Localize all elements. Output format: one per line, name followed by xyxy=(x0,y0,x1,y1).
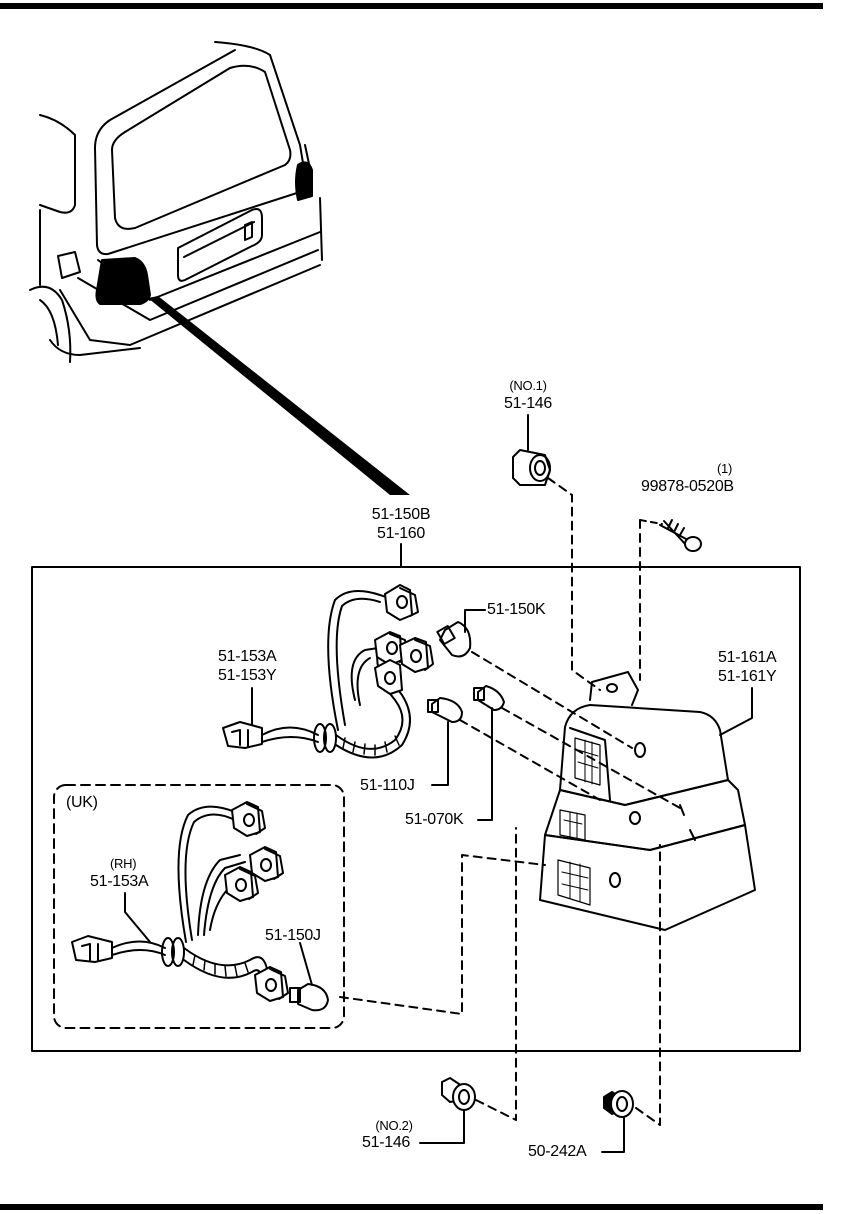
main-assembly-label-2: 51-160 xyxy=(376,525,426,542)
screw-qty-label: (1) xyxy=(717,461,732,476)
bulb-110j-label: 51-110J xyxy=(360,777,415,794)
main-assembly-label-1: 51-150B xyxy=(371,506,431,523)
clip-no2-dashed-path xyxy=(475,827,517,1121)
clip-no2-leader xyxy=(419,1109,465,1144)
uk-side-label: (RH) xyxy=(110,856,137,871)
bulb-150k-icon xyxy=(436,621,472,658)
bulb-070k-leader xyxy=(477,707,493,821)
clip-no1-dashed-path xyxy=(547,477,601,691)
nut-icon xyxy=(603,1090,634,1118)
lens-label-2: 51-161Y xyxy=(718,668,777,685)
clip-no1-icon xyxy=(512,414,551,486)
uk-subframe xyxy=(53,784,345,1029)
uk-box-title: (UK) xyxy=(66,794,98,811)
bulb-070k-icon xyxy=(473,685,505,711)
bulb-070k-label: 51-070K xyxy=(405,811,464,828)
uk-bulb-label: 51-150J xyxy=(265,927,321,944)
socket-harness-icon xyxy=(222,584,434,759)
lens-leader xyxy=(719,687,753,736)
uk-bulb-dashed-path xyxy=(339,854,546,1015)
lens-assembly-icon xyxy=(539,671,756,931)
nut-label: 50-242A xyxy=(528,1143,587,1160)
bulb-150k-label: 51-150K xyxy=(487,601,546,618)
clip-no1-note: (NO.1) xyxy=(509,378,547,393)
bulb-110j-icon xyxy=(427,697,463,723)
clip-no2-part-label: 51-146 xyxy=(362,1134,411,1151)
nut-dashed-path xyxy=(635,844,661,1126)
clip-no1-part-label: 51-146 xyxy=(503,395,553,412)
uk-harness-label: 51-153A xyxy=(90,873,149,890)
bulb-150k-leader xyxy=(464,609,486,633)
clip-no2-note: (NO.2) xyxy=(375,1118,413,1133)
bulb-150k-dashed xyxy=(471,651,633,749)
clip-no2-icon xyxy=(441,1077,476,1111)
vehicle-rear-view xyxy=(29,41,410,495)
assembly-frame xyxy=(31,566,801,1052)
bulb-110j-leader xyxy=(431,721,449,786)
socket-harness-label-2: 51-153Y xyxy=(218,667,277,684)
bottom-rule xyxy=(0,1204,823,1210)
bulb-110j-dashed xyxy=(459,719,601,801)
bulb-070k-dashed xyxy=(501,707,681,809)
uk-harness-leader xyxy=(124,892,151,943)
uk-socket-harness-icon xyxy=(71,801,329,1012)
top-rule xyxy=(0,3,823,9)
nut-leader xyxy=(601,1117,625,1153)
screw-part-label: 99878-0520B xyxy=(641,478,734,495)
lens-label-1: 51-161A xyxy=(718,649,777,666)
socket-harness-label-1: 51-153A xyxy=(218,648,277,665)
screw-icon xyxy=(639,519,702,552)
uk-bulb-leader xyxy=(299,942,313,986)
